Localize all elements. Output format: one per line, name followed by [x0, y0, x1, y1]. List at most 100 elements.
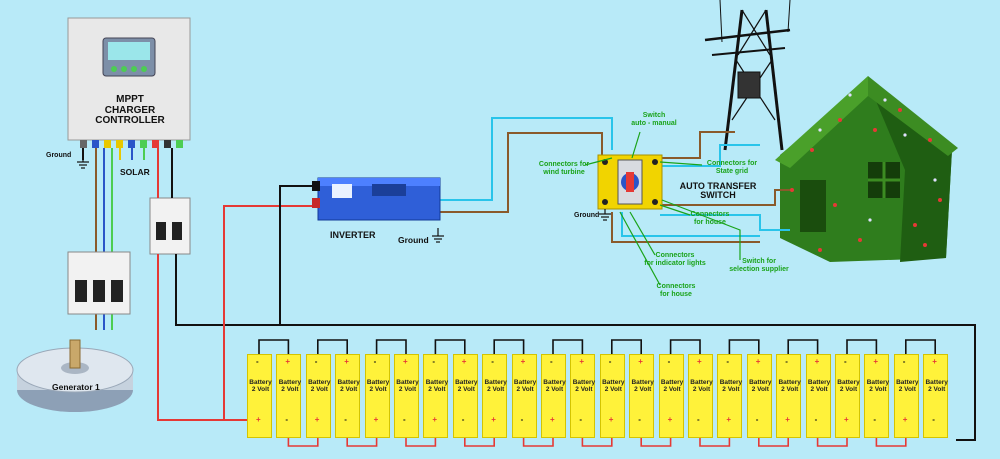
battery-cell: Battery 2 Volt + -	[394, 354, 419, 438]
minus-terminal: -	[638, 415, 641, 424]
plus-terminal: +	[403, 357, 408, 366]
battery-cell: Battery 2 Volt-+	[247, 354, 272, 438]
battery-label: Battery 2 Volt	[866, 379, 890, 394]
plus-terminal: +	[608, 415, 614, 424]
battery-label: Battery 2 Volt	[690, 379, 713, 394]
battery-link	[787, 339, 819, 354]
battery-label: Battery 2 Volt	[807, 379, 831, 394]
battery-cell: Battery 2 Volt - +	[658, 354, 684, 438]
battery-link	[258, 339, 290, 354]
battery-link	[699, 438, 731, 447]
battery-cell: Battery 2 Volt-+	[835, 354, 860, 438]
battery-label: Battery 2 Volt	[602, 379, 625, 394]
battery-link	[757, 438, 790, 447]
battery-link	[846, 339, 878, 354]
annotation-switch-mode: Switch auto - manual	[631, 112, 677, 127]
plus-terminal: +	[550, 415, 555, 424]
annotation-indicator-lights: Connectors for indicator lights	[644, 252, 706, 267]
battery-label: Battery 2 Volt	[337, 379, 360, 394]
minus-terminal: -	[256, 357, 259, 366]
battery-link	[728, 339, 760, 354]
battery-label: Battery 2 Volt	[366, 379, 390, 394]
generator-breaker	[67, 251, 131, 315]
battery-link	[434, 339, 466, 354]
plus-terminal: +	[844, 415, 849, 424]
battery-cell: Battery 2 Volt + -	[688, 354, 713, 438]
battery-cell: Battery 2 Volt+-	[570, 354, 596, 438]
battery-label: Battery 2 Volt	[749, 379, 772, 394]
battery-label: Battery 2 Volt	[719, 379, 743, 394]
battery-cell: Battery 2 Volt+-	[335, 354, 361, 438]
battery-link	[816, 438, 848, 447]
battery-cell: Battery 2 Volt+-	[452, 354, 478, 438]
battery-label: Battery 2 Volt	[778, 379, 801, 394]
ground-switch-label: Ground	[574, 212, 600, 219]
ground-left-label: Ground	[46, 152, 72, 159]
plus-terminal: +	[461, 357, 467, 366]
mppt-label: MPPT CHARGER CONTROLLER	[95, 94, 165, 126]
minus-terminal: -	[755, 415, 759, 424]
minus-terminal: -	[697, 415, 700, 424]
battery-cell: Battery 2 Volt - +	[423, 354, 449, 438]
battery-link	[287, 438, 319, 447]
battery-label: Battery 2 Volt	[278, 379, 302, 394]
minus-terminal: -	[461, 415, 465, 424]
battery-cell: Battery 2 Volt-+	[305, 354, 331, 438]
plus-terminal: +	[902, 415, 908, 424]
battery-cell: Battery 2 Volt-+	[776, 354, 802, 438]
battery-label: Battery 2 Volt	[308, 379, 331, 394]
inverter	[312, 177, 441, 221]
battery-link	[610, 339, 643, 354]
battery-cell: Battery 2 Volt + -	[746, 354, 772, 438]
plus-terminal: +	[814, 357, 820, 366]
battery-link	[405, 438, 437, 447]
annotation-house-bottom: Connectors for house	[656, 283, 696, 298]
minus-terminal: -	[814, 415, 818, 424]
battery-link	[875, 438, 907, 447]
battery-cell: Battery 2 Volt-+	[541, 354, 566, 438]
minus-terminal: -	[667, 357, 671, 366]
battery-link	[316, 339, 349, 354]
minus-terminal: -	[550, 357, 553, 366]
plus-terminal: +	[873, 357, 879, 366]
minus-terminal: -	[902, 357, 906, 366]
battery-cell: Battery 2 Volt-+	[893, 354, 919, 438]
plus-terminal: +	[285, 357, 291, 366]
plus-terminal: +	[726, 415, 732, 424]
annotation-house-right: Connectors for house	[690, 211, 730, 226]
battery-label: Battery 2 Volt	[396, 379, 419, 394]
plus-terminal: +	[520, 357, 526, 366]
plus-terminal: +	[697, 357, 702, 366]
ground-symbol	[77, 160, 611, 243]
ats-label: AUTO TRANSFER SWITCH	[679, 181, 757, 201]
battery-link	[669, 339, 701, 354]
battery-link	[463, 438, 496, 447]
battery-cell: Battery 2 Volt-+	[717, 354, 743, 438]
minus-terminal: -	[373, 357, 377, 366]
annotation-pointers	[584, 131, 741, 286]
generator-label: Generator 1	[52, 382, 100, 392]
minus-terminal: -	[403, 415, 406, 424]
annotation-selection-supplier: Switch for selection supplier	[729, 258, 789, 273]
minus-terminal: -	[873, 415, 877, 424]
battery-cell: Battery 2 Volt-+	[599, 354, 625, 438]
battery-link	[493, 339, 525, 354]
plus-terminal: +	[667, 415, 673, 424]
battery-label: Battery 2 Volt	[572, 379, 596, 394]
inverter-label: INVERTER	[330, 230, 376, 240]
battery-link	[640, 438, 672, 447]
minus-terminal: -	[579, 415, 583, 424]
minus-terminal: -	[844, 357, 847, 366]
battery-link	[346, 438, 378, 447]
minus-terminal: -	[432, 357, 436, 366]
minus-terminal: -	[785, 357, 788, 366]
green-house	[775, 76, 958, 262]
plus-terminal: +	[755, 357, 761, 366]
minus-terminal: -	[491, 357, 494, 366]
plus-terminal: +	[638, 357, 643, 366]
battery-label: Battery 2 Volt	[425, 379, 449, 394]
plus-terminal: +	[432, 415, 438, 424]
battery-label: Battery 2 Volt	[660, 379, 684, 394]
battery-cell: Battery 2 Volt+-	[629, 354, 655, 438]
